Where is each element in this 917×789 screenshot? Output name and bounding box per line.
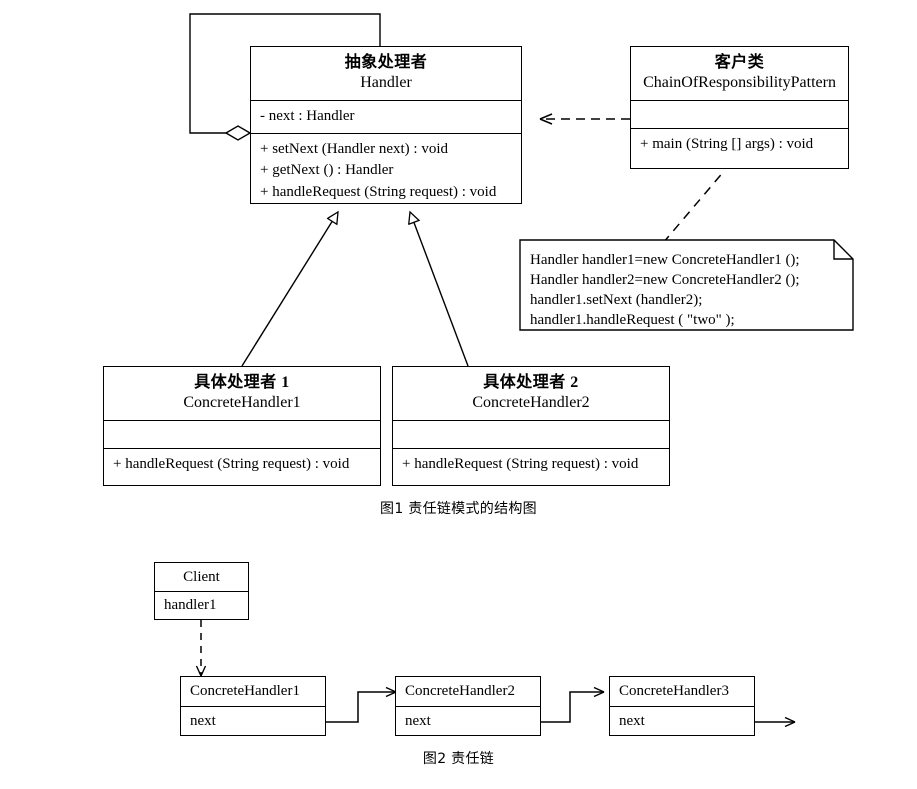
class-handler-name-cn: 抽象处理者 (344, 54, 428, 71)
fig2-handler3-field: next (619, 712, 645, 729)
note-line-3: handler1.handleRequest ( "two" ); (530, 312, 735, 328)
fig2-handler1-field: next (190, 712, 216, 729)
class-handler-operation-2: + handleRequest (String request) : void (260, 183, 497, 200)
fig2-box-concrete-handler-1[interactable]: ConcreteHandler1 next (180, 676, 326, 736)
relation-generalization-concrete1 (241, 212, 338, 367)
fig2-handler2-title: ConcreteHandler2 (396, 677, 540, 707)
class-concrete-handler-2[interactable]: 具体处理者 2 ConcreteHandler2 + handleRequest… (392, 366, 670, 486)
class-client-name-cn: 客户类 (714, 54, 765, 71)
aggregation-diamond (224, 125, 252, 141)
class-concrete1-attribute-0 (104, 430, 380, 440)
fig2-relation-handler1-handler2 (326, 686, 397, 723)
class-concrete2-attribute-0 (393, 430, 669, 440)
class-concrete1-attributes (104, 421, 380, 449)
fig2-client-title: Client (155, 563, 248, 592)
class-handler-operation-0: + setNext (Handler next) : void (260, 140, 448, 157)
fig2-box-concrete-handler-2[interactable]: ConcreteHandler2 next (395, 676, 541, 736)
class-concrete1-name-cn: 具体处理者 1 (194, 374, 290, 391)
fig2-client-field: handler1 (164, 597, 217, 613)
class-concrete1-header: 具体处理者 1 ConcreteHandler1 (104, 367, 380, 421)
class-concrete2-header: 具体处理者 2 ConcreteHandler2 (393, 367, 669, 421)
class-client-header: 客户类 ChainOfResponsibilityPattern (631, 47, 848, 101)
fig2-handler2-field: next (405, 712, 431, 729)
fig2-box-concrete-handler-3[interactable]: ConcreteHandler3 next (609, 676, 755, 736)
class-handler-operations: + setNext (Handler next) : void + getNex… (251, 134, 521, 209)
fig2-handler1-title: ConcreteHandler1 (181, 677, 325, 707)
class-client[interactable]: 客户类 ChainOfResponsibilityPattern + main … (630, 46, 849, 169)
class-concrete1-name-en: ConcreteHandler1 (183, 394, 301, 411)
class-handler-header: 抽象处理者 Handler (251, 47, 521, 101)
class-concrete2-name-cn: 具体处理者 2 (483, 374, 579, 391)
class-client-attributes (631, 101, 848, 129)
class-client-attribute-0 (631, 110, 848, 120)
class-handler-attribute-0: - next : Handler (260, 108, 355, 124)
class-handler-operation-1: + getNext () : Handler (260, 162, 394, 179)
class-handler[interactable]: 抽象处理者 Handler - next : Handler + setNext… (250, 46, 522, 204)
fig2-handler3-title: ConcreteHandler3 (610, 677, 754, 707)
class-concrete2-operation-0: + handleRequest (String request) : void (402, 456, 639, 472)
class-handler-name-en: Handler (360, 74, 412, 91)
class-concrete2-attributes (393, 421, 669, 449)
class-concrete-handler-1[interactable]: 具体处理者 1 ConcreteHandler1 + handleRequest… (103, 366, 381, 486)
fig2-relation-handler2-handler3 (538, 686, 605, 723)
class-concrete2-name-en: ConcreteHandler2 (472, 394, 590, 411)
class-client-operation-0: + main (String [] args) : void (640, 136, 814, 152)
fig2-box-client[interactable]: Client handler1 (154, 562, 249, 620)
class-client-name-en: ChainOfResponsibilityPattern (643, 74, 836, 91)
class-concrete1-operation-0: + handleRequest (String request) : void (113, 456, 350, 472)
class-concrete1-operations: + handleRequest (String request) : void (104, 449, 380, 481)
note-code-snippet: Handler handler1=new ConcreteHandler1 ()… (520, 240, 853, 330)
figure1-caption: 图1 责任链模式的结构图 (380, 501, 537, 517)
relation-note-anchor (662, 169, 726, 244)
class-handler-attributes: - next : Handler (251, 101, 521, 134)
class-concrete2-operations: + handleRequest (String request) : void (393, 449, 669, 481)
relation-generalization-concrete2 (410, 212, 469, 367)
figure2-caption: 图2 责任链 (422, 751, 495, 767)
class-client-operations: + main (String [] args) : void (631, 129, 848, 161)
